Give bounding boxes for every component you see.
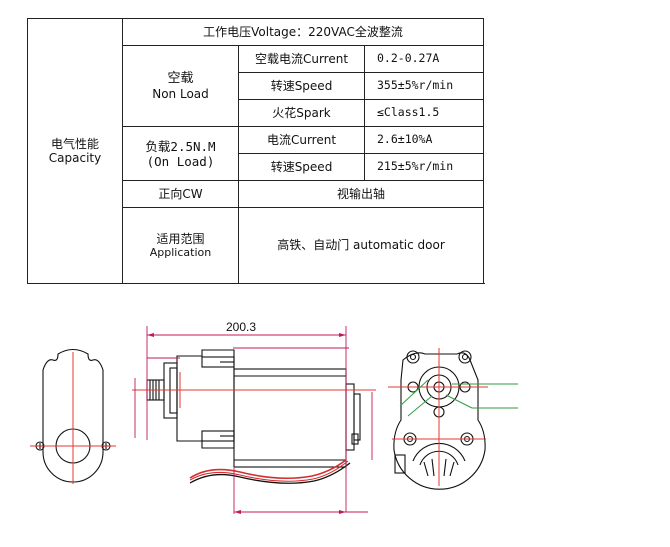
- dimension-lines: [134, 326, 373, 514]
- side-view: [146, 349, 361, 484]
- no-load-header: 空载 Non Load: [122, 45, 239, 127]
- capacity-cn: 电气性能: [50, 136, 99, 151]
- motor-drawing: 200.3: [30, 320, 518, 514]
- load-en: (On Load): [146, 153, 215, 169]
- row-value: 355±5%r/min: [363, 72, 485, 100]
- row-label: 电流Current: [238, 126, 365, 154]
- capacity-en: Capacity: [48, 151, 102, 165]
- row-value: 2.6±10%A: [363, 126, 485, 154]
- row-label: 转速Speed: [238, 72, 365, 100]
- application-en: Application: [149, 246, 212, 260]
- row-label: 空载电流Current: [238, 45, 365, 73]
- row-label: 转速Speed: [238, 153, 365, 181]
- spec-table: 电气性能 Capacity 工作电压Voltage：220VAC全波整流 空载 …: [27, 18, 485, 284]
- load-header: 负载2.5N.M (On Load): [122, 126, 239, 181]
- application-value: 高铁、自动门 automatic door: [237, 207, 485, 284]
- capacity-header: 电气性能 Capacity: [27, 18, 123, 284]
- load-cn: 负载2.5N.M: [145, 138, 216, 154]
- application-cn: 适用范围: [156, 231, 205, 246]
- center-lines: [30, 348, 488, 486]
- voltage-cell: 工作电压Voltage：220VAC全波整流: [121, 18, 485, 46]
- rotation-cell: 正向CW: [122, 180, 239, 208]
- row-value: 215±5%r/min: [363, 153, 485, 181]
- no-load-en: Non Load: [152, 86, 209, 101]
- leader-lines: [399, 379, 518, 417]
- no-load-cn: 空载: [167, 71, 194, 86]
- row-value: 0.2-0.27A: [363, 45, 485, 73]
- length-dimension-label: 200.3: [226, 320, 256, 334]
- row-label: 火花Spark: [238, 99, 365, 127]
- shaft-cell: 视输出轴: [237, 180, 485, 208]
- row-value: ≤Class1.5: [363, 99, 485, 127]
- application-header: 适用范围 Application: [122, 207, 239, 284]
- dimension-arrows: [147, 333, 346, 514]
